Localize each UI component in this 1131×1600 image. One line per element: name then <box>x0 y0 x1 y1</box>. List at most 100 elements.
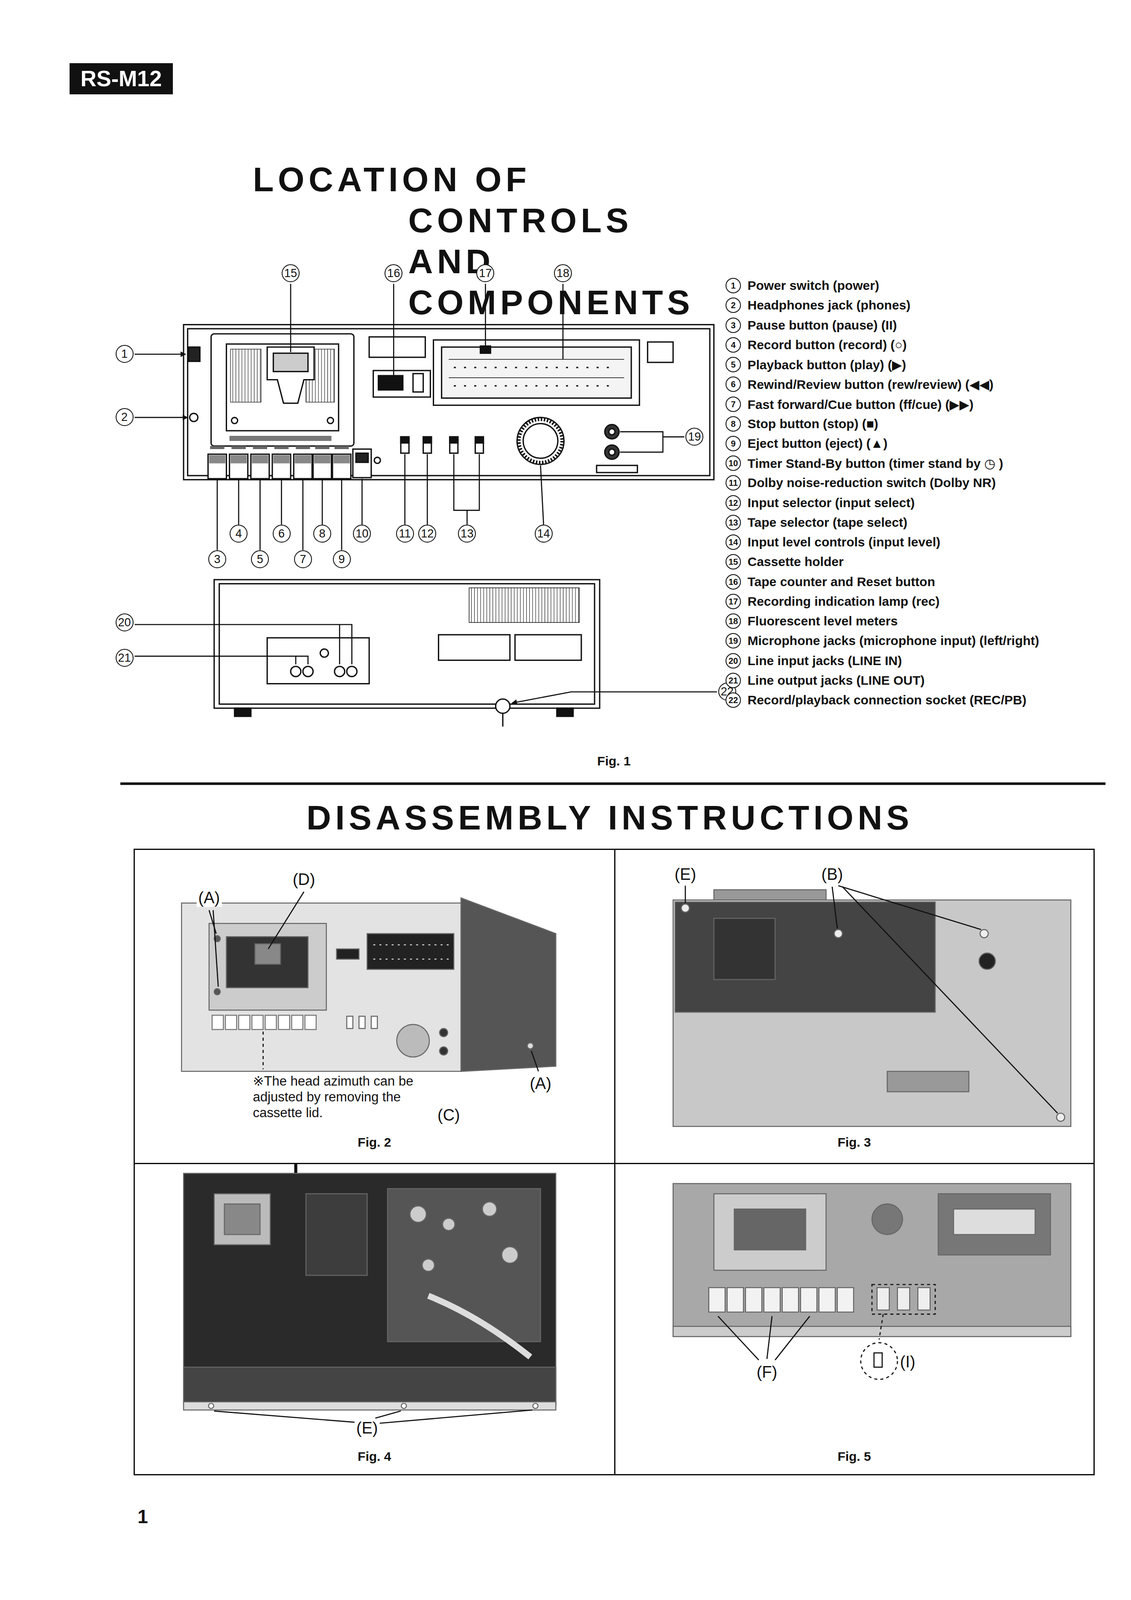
front-panel-part <box>374 457 381 464</box>
part-letter: (I) <box>898 1352 918 1371</box>
front-panel-part <box>449 436 458 453</box>
item-number: 7 <box>725 396 741 412</box>
photo-fig4-part <box>183 1401 556 1410</box>
photo-fig3 <box>673 885 1071 1127</box>
leader-line-part <box>426 454 429 525</box>
front-panel-part <box>373 370 431 397</box>
front-panel-part <box>596 465 638 473</box>
photo-fig4-part <box>224 1203 261 1235</box>
callout-number: 11 <box>396 524 414 543</box>
rear-panel <box>214 579 600 727</box>
rear-panel-part <box>556 708 574 717</box>
item-description: Recording indication lamp (rec) <box>747 594 940 609</box>
leader-line-part <box>134 624 352 665</box>
figure-cell: Fig. 3 <box>614 848 1095 1164</box>
leader-line-part <box>216 479 219 551</box>
photo-fig5-part <box>714 1193 827 1270</box>
item-number: 14 <box>725 534 741 550</box>
photo-fig4-part-part <box>379 1409 533 1423</box>
front-panel-part-part <box>314 454 331 464</box>
part-letter: (D) <box>291 869 318 889</box>
item-number: 8 <box>725 416 741 432</box>
note-text: ※The head azimuth can be adjusted by rem… <box>253 1072 420 1121</box>
item-number: 15 <box>725 553 741 570</box>
photo-fig5-part-part <box>879 1313 884 1340</box>
photo-fig5-part <box>897 1287 910 1310</box>
photo-fig4-part <box>183 1173 556 1406</box>
item-description: Input selector (input select) <box>747 495 916 511</box>
front-panel <box>183 324 715 480</box>
photo-fig5-part-part <box>763 1287 781 1312</box>
photo-fig3-part <box>979 952 996 969</box>
part-letter: (C) <box>435 1105 462 1124</box>
front-panel-part <box>448 358 624 360</box>
front-panel-part <box>267 346 315 403</box>
item-description: Power switch (power) <box>747 278 880 293</box>
photo-fig4-part <box>428 1295 531 1357</box>
item-description: Eject button (eject) (▲) <box>747 436 888 451</box>
figure-caption: Fig. 5 <box>837 1448 871 1464</box>
front-panel-part <box>449 436 458 443</box>
photo-fig5-part-part <box>708 1287 726 1312</box>
leader-line-part <box>259 479 261 551</box>
item-description: Dolby noise-reduction switch (Dolby NR) <box>747 475 997 490</box>
photo-fig5-part <box>717 1284 936 1379</box>
item-number: 22 <box>725 692 741 708</box>
callout-number: 2 <box>115 408 134 426</box>
photo-fig4-part <box>387 1188 541 1341</box>
rear-panel-part <box>501 713 504 727</box>
photo-fig2-part <box>209 923 327 1010</box>
photo-fig3-part <box>834 929 843 938</box>
item-description: Headphones jack (phones) <box>747 297 911 313</box>
callout-number: 16 <box>384 264 403 283</box>
photo-fig3-part-part <box>838 885 982 930</box>
item-number: 2 <box>725 297 741 313</box>
front-panel-part-part <box>273 454 290 464</box>
front-panel-part-part <box>274 445 289 449</box>
callout-number: 18 <box>553 264 572 283</box>
front-panel-part-part <box>230 454 247 464</box>
photo-fig2-part-part <box>262 1031 264 1069</box>
front-panel-part-part <box>332 454 351 479</box>
callout-number: 17 <box>476 264 495 283</box>
rear-panel-part <box>515 634 582 661</box>
item-description: Cassette holder <box>747 554 844 569</box>
photo-fig2-part <box>358 1016 365 1029</box>
front-panel-part <box>647 341 674 363</box>
callout-number: 14 <box>534 524 553 543</box>
callout-number: 21 <box>115 648 134 667</box>
leader-line-part <box>290 283 292 353</box>
photo-fig2-part-part <box>304 1014 316 1029</box>
leader-line-part <box>134 353 186 355</box>
photo-fig4-part <box>401 1402 407 1408</box>
figure-caption: Fig. 2 <box>357 1134 391 1150</box>
item-description: Timer Stand-By button (timer stand by ◷ … <box>747 455 1004 471</box>
item-number: 9 <box>725 435 741 452</box>
rear-panel-part <box>346 666 357 677</box>
front-panel-part <box>453 384 617 387</box>
item-number: 10 <box>725 455 741 471</box>
photo-fig2 <box>181 891 556 1072</box>
item-number: 3 <box>725 317 741 333</box>
front-panel-part <box>209 445 349 449</box>
part-letter: (E) <box>354 1418 380 1438</box>
photo-fig2-part <box>373 944 449 945</box>
front-panel-part <box>448 377 624 378</box>
front-panel-part <box>211 333 355 446</box>
front-panel-part <box>378 375 403 390</box>
front-panel-part <box>475 436 484 443</box>
photo-fig3-part <box>887 1071 969 1092</box>
item-description: Stop button (stop) (■) <box>747 416 879 432</box>
front-panel-part-part <box>272 454 291 479</box>
photo-fig3-part <box>673 899 1071 1126</box>
rear-panel-part <box>219 583 595 704</box>
leader-line-part <box>361 478 363 525</box>
photo-fig5-part <box>673 1183 1071 1336</box>
photo-fig3-part <box>681 903 690 913</box>
photo-fig5-part-part <box>766 1315 773 1359</box>
page-number: 1 <box>137 1505 148 1528</box>
front-panel-part <box>352 448 372 478</box>
photo-fig4-part <box>306 1193 368 1275</box>
photo-fig4-part <box>214 1193 271 1245</box>
photo-fig5-part-part <box>745 1287 762 1312</box>
